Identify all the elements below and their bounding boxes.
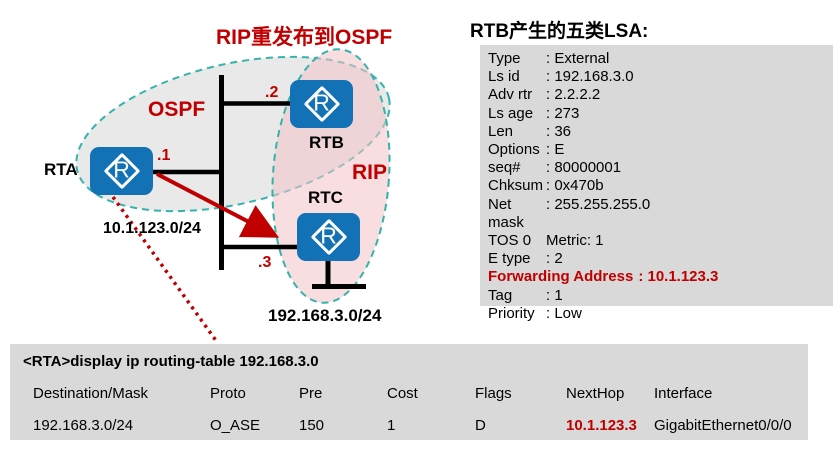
lsa-row-adv-rtr: Adv rtr : 2.2.2.2 [488,86,601,104]
cell-nexthop: 10.1.123.3 [566,417,637,434]
cli-output-panel: <RTA>display ip routing-table 192.168.3.… [10,344,808,440]
rtc-interface-label: .3 [258,254,272,271]
cell-interface: GigabitEthernet0/0/0 [654,417,792,434]
lsa-row-type: Type : External [488,50,610,67]
ospf-area-label: OSPF [148,98,206,121]
transit-network-label: 10.1.123.0/24 [103,220,201,237]
lsa-row-priority: Priority : Low [488,304,582,322]
col-destination-mask: Destination/Mask [33,385,149,402]
lsa-row-chksum: Chksum : 0x470b [488,177,604,195]
router-rtc-label: RTC [308,188,343,207]
lsa-panel-title: RTB产生的五类LSA: [470,21,649,42]
col-cost: Cost [387,385,418,402]
cli-command: <RTA>display ip routing-table 192.168.3.… [23,353,319,370]
lsa-panel: Type : External Ls id : 192.168.3.0 Adv … [480,45,833,322]
cell-pre: 150 [299,417,325,434]
lsa-row-ls-age: Ls age : 273 [488,104,580,122]
router-rta-label: RTA [44,160,78,179]
router-rtb-label: RTB [309,133,344,152]
routing-table-row: 192.168.3.0/24 O_ASE 150 1 D 10.1.123.3 … [33,417,792,434]
lsa-row-ls-id: Ls id : 192.168.3.0 [488,68,634,86]
diagram-title: RIP重发布到OSPF [216,26,393,49]
router-rtb: R [290,80,353,128]
router-glyph: R [113,156,130,183]
col-interface: Interface [654,385,713,402]
lsa-row-seq: seq# : 80000001 [488,159,622,177]
routing-table-header: Destination/Mask Proto Pre Cost Flags Ne… [33,385,712,402]
cli-callout-dotted-line [111,195,219,344]
cell-flags: D [475,417,486,434]
col-proto: Proto [210,385,246,402]
router-rta: R [90,147,153,195]
lsa-row-options: Options : E [488,141,565,159]
router-glyph: R [313,89,330,116]
rip-area-label: RIP [352,161,388,184]
cell-destination: 192.168.3.0/24 [33,417,134,434]
col-flags: Flags [475,385,512,402]
rtb-interface-label: .2 [265,84,279,101]
lsa-row-forwarding-address: Forwarding Address : 10.1.123.3 [488,268,719,286]
router-rtc: R [297,213,360,261]
router-glyph: R [320,222,337,249]
lsa-row-net-mask: Net mask : 255.255.255.0 [488,195,651,231]
lsa-row-e-type: E type : 2 [488,250,563,268]
lsa-row-len: Len : 36 [488,122,572,140]
cell-cost: 1 [387,417,396,434]
forwarding-arrow [156,172,280,238]
col-nexthop: NextHop [566,385,625,402]
lsa-row-tos: TOS 0 Metric: 1 [488,232,604,250]
rip-network-label: 192.168.3.0/24 [268,306,382,325]
cell-proto: O_ASE [210,417,261,434]
rta-interface-label: .1 [157,147,171,164]
col-pre: Pre [299,385,323,402]
lsa-row-tag: Tag : 1 [488,286,563,304]
